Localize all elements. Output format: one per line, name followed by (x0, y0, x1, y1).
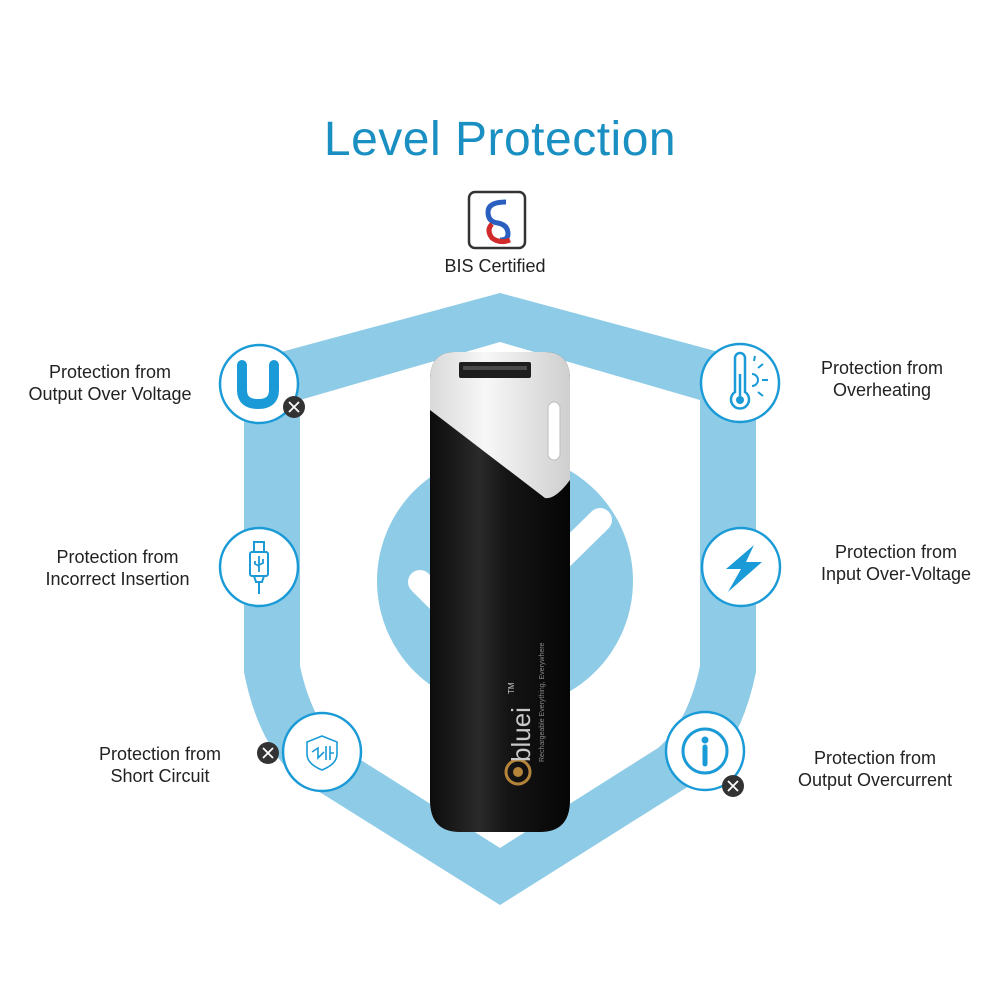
brand-trademark: TM (507, 682, 516, 694)
close-icon (257, 742, 279, 764)
brand-logo: bluei (506, 707, 536, 762)
power-bank-image: bluei TM Rechargeable Everything, Everyw… (430, 352, 570, 832)
bluei-logo-icon (504, 758, 532, 786)
feature-output-overcurrent: Protection from Output Overcurrent (797, 748, 953, 790)
thermometer-icon (699, 342, 781, 424)
close-icon (283, 396, 305, 418)
brand-tagline: Rechargeable Everything, Everywhere (539, 642, 546, 762)
bis-logo-icon (467, 190, 527, 250)
bis-certified-label: BIS Certified (444, 256, 546, 276)
feature-short-circuit: Protection from Short Circuit (98, 744, 222, 786)
lightning-icon (700, 526, 782, 608)
power-button (547, 401, 561, 461)
u-icon (218, 343, 300, 425)
usb-cable-icon (218, 526, 300, 608)
feature-output-over-voltage: Protection from Output Over Voltage (28, 362, 192, 404)
close-icon (722, 775, 744, 797)
short-circuit-icon (281, 711, 363, 793)
feature-incorrect-insertion: Protection from Incorrect Insertion (45, 547, 190, 589)
page-title: Level Protection (323, 113, 677, 166)
feature-input-over-voltage: Protection from Input Over-Voltage (820, 542, 972, 584)
info-icon (664, 710, 746, 792)
feature-overheating: Protection from Overheating (820, 358, 944, 400)
